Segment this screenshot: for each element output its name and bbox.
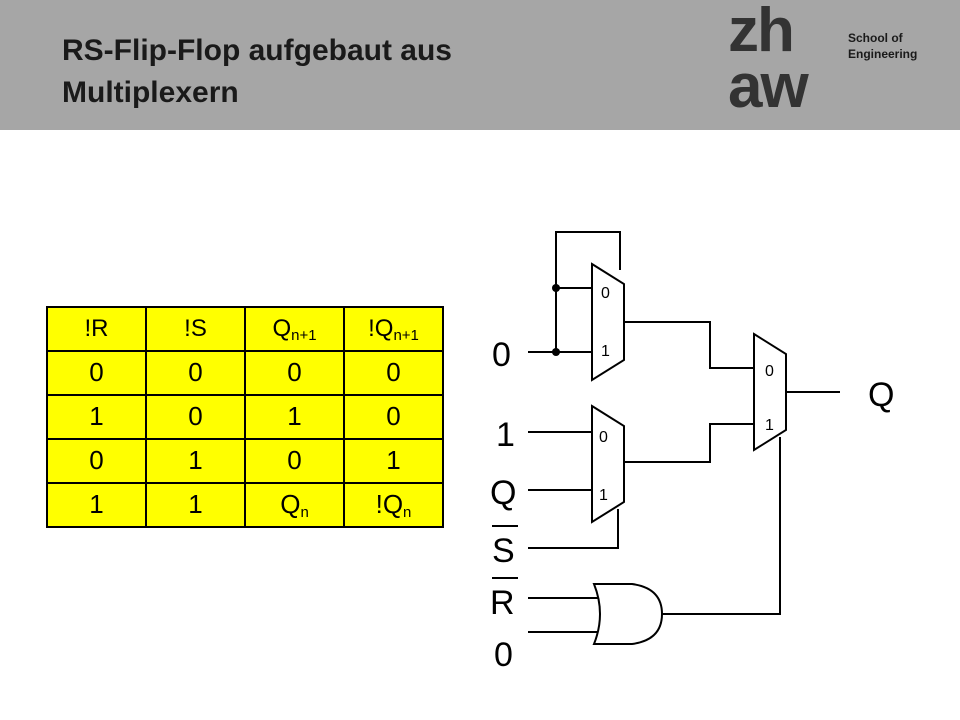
wire-or-out: [662, 437, 781, 615]
mux-middle: [591, 404, 625, 524]
header-bar: RS-Flip-Flop aufgebaut aus Multiplexern …: [0, 0, 960, 130]
mux-output-label-0: 0: [765, 363, 774, 380]
wire-S-select: [528, 509, 619, 549]
table-row: 0 0 0 0: [46, 350, 444, 396]
input-label-0-or: 0: [494, 636, 513, 674]
or-gate: [592, 583, 664, 645]
input-label-1: 1: [496, 416, 515, 454]
page-title: RS-Flip-Flop aufgebaut aus Multiplexern: [62, 30, 702, 114]
truth-table: !R !S Qn+1 !Qn+1 0 0 0 0 1 0 1 0 0 1 0 1…: [46, 306, 444, 528]
header-cell: !Qn+1: [343, 306, 444, 352]
input-label-R: R: [490, 584, 515, 622]
school-line-2: Engineering: [848, 47, 918, 61]
wire-mux1-out: [624, 321, 754, 369]
mux-output: [753, 332, 787, 452]
header-cell: !R: [46, 306, 147, 352]
title-line-1: RS-Flip-Flop aufgebaut aus: [62, 34, 452, 67]
table-cell: 0: [46, 350, 147, 396]
table-cell: 1: [145, 482, 246, 528]
table-cell: 0: [244, 350, 345, 396]
input-label-S: S: [492, 532, 515, 570]
mux-middle-label-1: 1: [599, 487, 608, 504]
header-cell: !S: [145, 306, 246, 352]
table-cell: 0: [46, 438, 147, 484]
mux-output-label-1: 1: [765, 417, 774, 434]
table-cell: 0: [244, 438, 345, 484]
table-row: 1 0 1 0: [46, 394, 444, 440]
mux-top-label-1: 1: [601, 343, 610, 360]
table-cell: 0: [145, 394, 246, 440]
mux-middle-label-0: 0: [599, 429, 608, 446]
mux-top-label-0: 0: [601, 285, 610, 302]
table-cell: Qn: [244, 482, 345, 528]
table-cell: 0: [343, 350, 444, 396]
header-cell: Qn+1: [244, 306, 345, 352]
school-line-1: School of: [848, 31, 903, 45]
logo-line-1: zh: [728, 0, 795, 65]
table-row: 0 1 0 1: [46, 438, 444, 484]
wire-feedback-loop: [555, 231, 621, 352]
table-row: 1 1 Qn !Qn: [46, 482, 444, 528]
table-cell: !Qn: [343, 482, 444, 528]
junction-dot-bottom: [552, 348, 560, 356]
school-name: School of Engineering: [848, 30, 917, 62]
table-cell: 1: [244, 394, 345, 440]
title-line-2: Multiplexern: [62, 76, 239, 109]
input-label-0: 0: [492, 336, 511, 374]
table-cell: 0: [145, 350, 246, 396]
table-cell: 0: [343, 394, 444, 440]
junction-dot-top: [552, 284, 560, 292]
wire-mux2-out: [624, 423, 754, 463]
truth-table-header-row: !R !S Qn+1 !Qn+1: [46, 306, 444, 352]
table-cell: 1: [46, 482, 147, 528]
mux-top: [591, 262, 625, 382]
zhaw-logo: zh aw: [720, 0, 838, 126]
table-cell: 1: [343, 438, 444, 484]
table-cell: 1: [145, 438, 246, 484]
input-label-Q: Q: [490, 474, 516, 512]
output-label-Q: Q: [868, 376, 894, 414]
logo-line-2: aw: [728, 52, 809, 121]
table-cell: 1: [46, 394, 147, 440]
